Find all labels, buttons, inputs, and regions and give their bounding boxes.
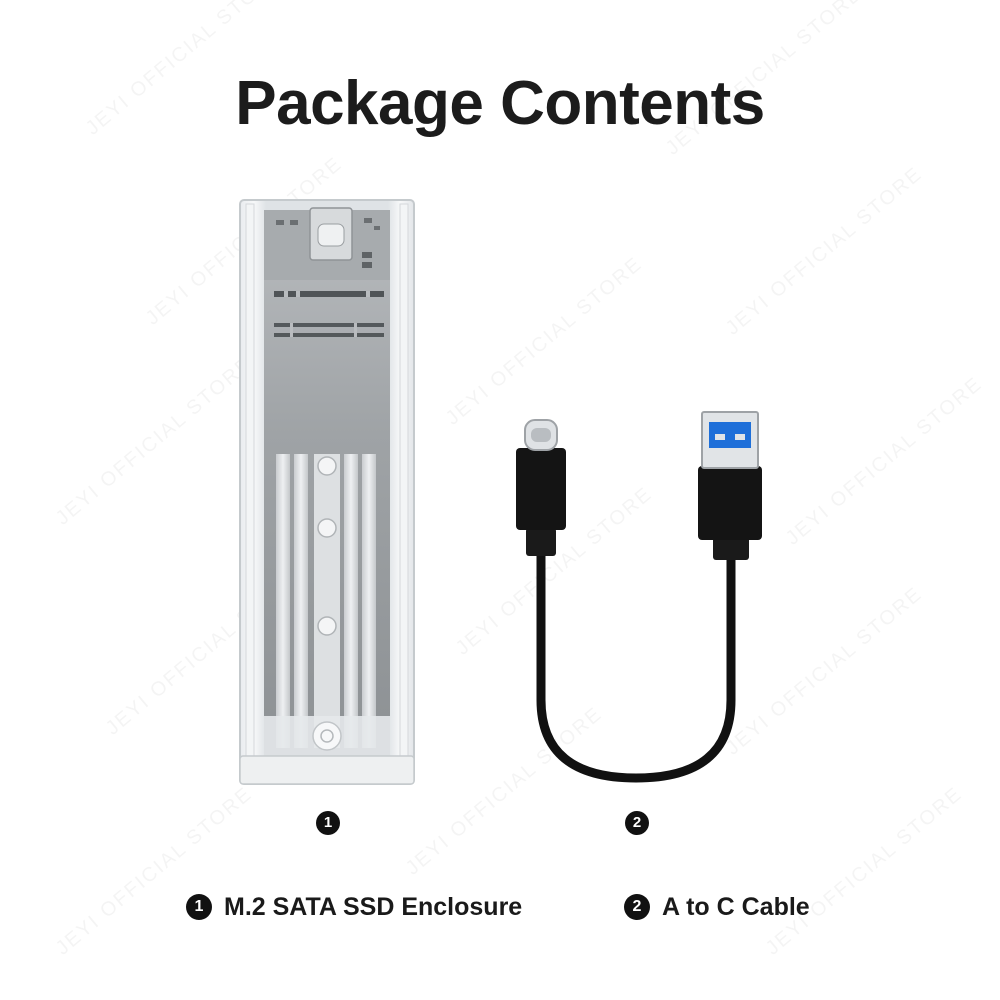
usb-a-to-c-cable-image [496, 400, 776, 790]
item-1-caption-number: 1 [186, 894, 212, 920]
ssd-enclosure-image [236, 196, 418, 788]
ssd-enclosure-drawing [239, 199, 415, 785]
item-2-number-marker: 2 [625, 811, 649, 835]
item-1-caption-label: M.2 SATA SSD Enclosure [224, 892, 523, 921]
page-title: Package Contents [235, 69, 765, 138]
watermark-text: JEYI OFFICIAL STORE [722, 163, 928, 341]
item-1-caption: 1 M.2 SATA SSD Enclosure [186, 892, 522, 922]
cable-drawing [516, 411, 762, 783]
item-1-number-marker: 1 [316, 811, 340, 835]
item-2-caption-label: A to C Cable [662, 892, 810, 921]
item-2-caption: 2 A to C Cable [624, 892, 810, 922]
item-2-caption-number: 2 [624, 894, 650, 920]
watermark-text: JEYI OFFICIAL STORE [52, 783, 258, 961]
watermark-text: JEYI OFFICIAL STORE [782, 373, 988, 551]
watermark-text: JEYI OFFICIAL STORE [762, 783, 968, 961]
watermark-text: JEYI OFFICIAL STORE [52, 353, 258, 531]
